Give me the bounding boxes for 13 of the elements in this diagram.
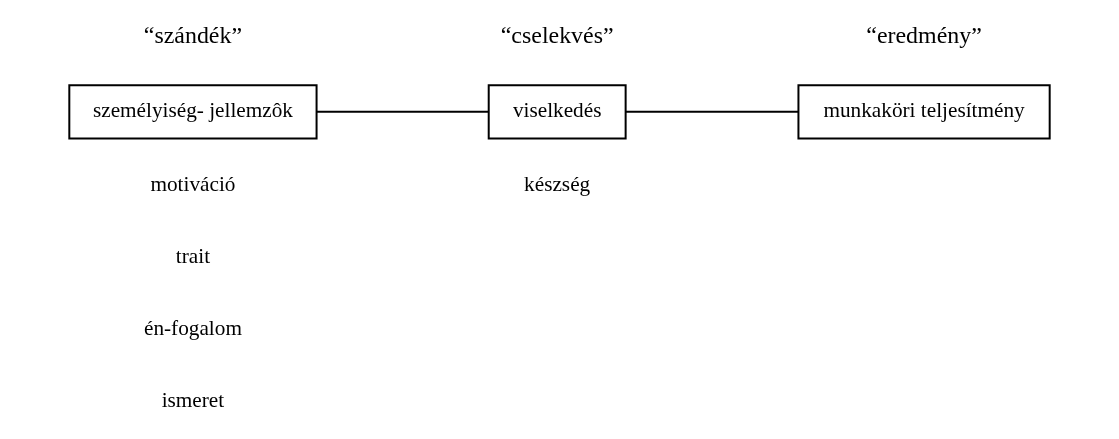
node-label: trait xyxy=(175,244,211,269)
connector xyxy=(624,110,800,113)
connector xyxy=(315,110,490,113)
node-label: én-fogalom xyxy=(143,315,242,340)
node-label: ismeret xyxy=(161,387,225,412)
node-box: viselkedés xyxy=(487,84,627,140)
node-box: személyiség- jellemzôk xyxy=(68,84,318,140)
node-label: “eredmény” xyxy=(866,22,982,49)
node-box: munkaköri teljesítmény xyxy=(797,84,1051,140)
node-label: motiváció xyxy=(150,172,236,197)
node-label: készség xyxy=(524,172,591,197)
node-label: “szándék” xyxy=(143,22,243,49)
node-label: “cselekvés” xyxy=(500,22,614,49)
